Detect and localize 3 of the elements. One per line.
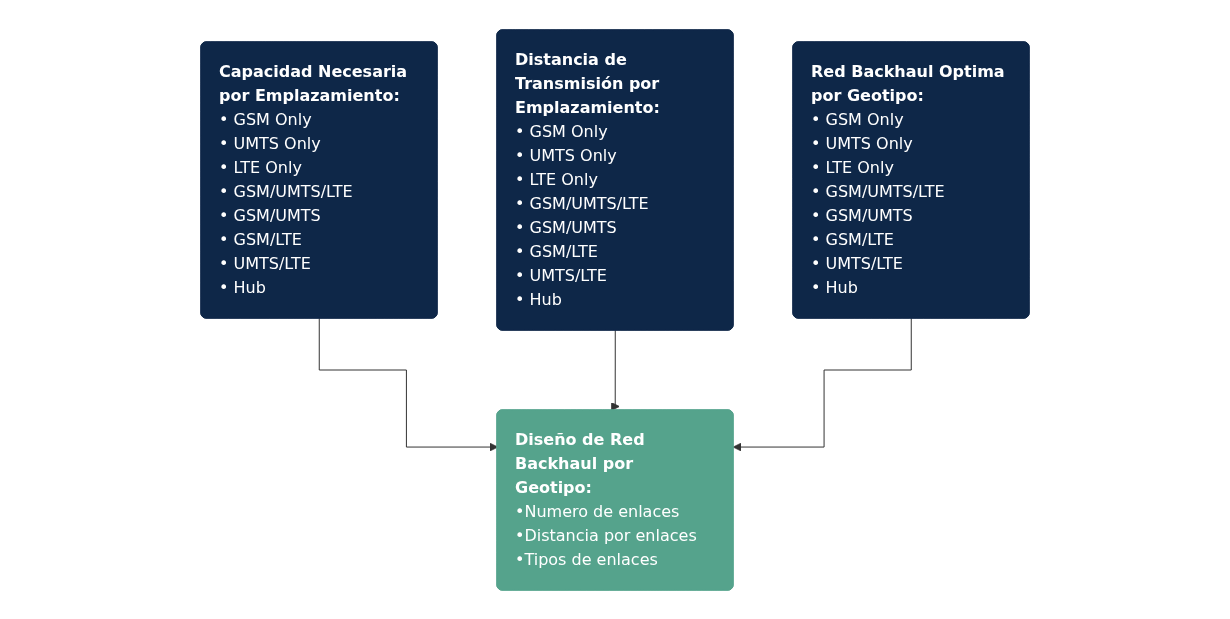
arrow [732,317,912,451]
arrow [611,329,620,411]
arrow [318,317,499,451]
